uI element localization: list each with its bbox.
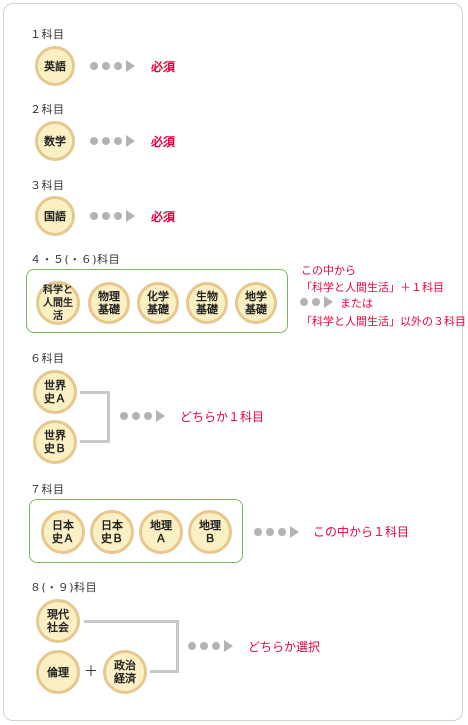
subject-circle-english: 英語 bbox=[35, 46, 75, 86]
arrow-icon bbox=[120, 410, 170, 422]
bracket-line bbox=[80, 391, 110, 394]
subject-circle-japanese: 国語 bbox=[35, 196, 75, 236]
section-label-89: ８(・９)科目 bbox=[30, 581, 98, 594]
subject-circle-world-history-a: 世界 史Ａ bbox=[33, 370, 77, 414]
choice-note-89: どちらか選択 bbox=[248, 640, 321, 654]
subject-circle-politics-economy: 政治 経済 bbox=[103, 650, 147, 694]
section-label-2: ２科目 bbox=[30, 103, 65, 116]
arrow-icon bbox=[90, 135, 140, 147]
required-note-2: 必須 bbox=[151, 135, 176, 149]
subject-circle-contemporary-society: 現代 社会 bbox=[36, 599, 80, 643]
bracket-line bbox=[107, 391, 110, 443]
subject-circle-japan-history-a: 日本 史Ａ bbox=[41, 510, 85, 554]
bracket-line bbox=[80, 440, 110, 443]
section-label-6: ６科目 bbox=[30, 352, 65, 365]
subject-circle-geography-a: 地理 Ａ bbox=[139, 510, 183, 554]
science-note-line2: 「科学と人間生活」＋１科目 bbox=[301, 281, 444, 294]
subject-circle-physics: 物理 基礎 bbox=[88, 282, 130, 324]
subject-circle-japan-history-b: 日本 史Ｂ bbox=[90, 510, 134, 554]
section-label-3: ３科目 bbox=[30, 179, 65, 192]
choice-note-7: この中から１科目 bbox=[313, 525, 410, 539]
subject-circle-math: 数学 bbox=[35, 121, 75, 161]
subject-circle-ethics: 倫理 bbox=[36, 650, 80, 694]
choice-note-6: どちらか１科目 bbox=[180, 410, 265, 424]
science-group-box bbox=[26, 269, 288, 333]
bracket-line bbox=[150, 670, 179, 673]
history-geo-group-box bbox=[29, 499, 243, 563]
section-label-7: ７科目 bbox=[30, 483, 65, 496]
science-note-line1: この中から bbox=[301, 264, 356, 277]
subject-circle-biology: 生物 基礎 bbox=[186, 282, 228, 324]
arrow-icon bbox=[188, 640, 238, 652]
bracket-line bbox=[84, 620, 179, 623]
required-note-3: 必須 bbox=[151, 210, 176, 224]
science-note-line3: 「科学と人間生活」以外の３科目 bbox=[301, 315, 466, 328]
subject-circle-earth-science: 地学 基礎 bbox=[235, 282, 277, 324]
arrow-icon bbox=[90, 210, 140, 222]
subject-circle-geography-b: 地理 Ｂ bbox=[188, 510, 232, 554]
science-note-or: または bbox=[340, 297, 373, 310]
plus-icon: ＋ bbox=[84, 664, 98, 680]
section-label-45: ４・５(・６)科目 bbox=[30, 253, 121, 266]
subject-circle-chemistry: 化学 基礎 bbox=[137, 282, 179, 324]
arrow-icon bbox=[90, 60, 140, 72]
required-note-1: 必須 bbox=[151, 60, 176, 74]
bracket-line bbox=[176, 620, 179, 673]
content-frame bbox=[3, 3, 463, 721]
subject-circle-world-history-b: 世界 史Ｂ bbox=[33, 420, 77, 464]
subject-circle-science-life: 科学と 人間生活 bbox=[36, 281, 80, 325]
arrow-icon bbox=[254, 526, 304, 538]
section-label-1: １科目 bbox=[30, 28, 65, 41]
arrow-icon bbox=[300, 296, 350, 308]
